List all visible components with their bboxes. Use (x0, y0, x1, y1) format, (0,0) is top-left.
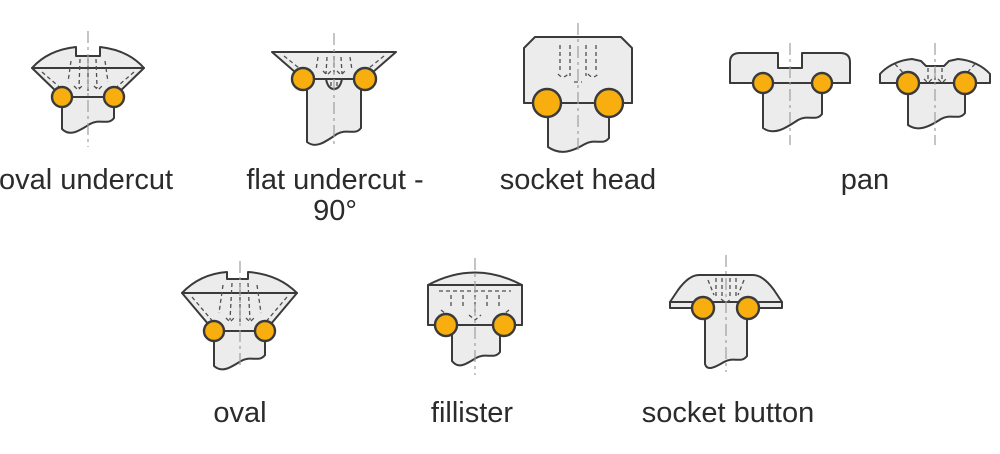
recess-dashed-lines (557, 45, 599, 83)
recess-dashed-lines (707, 278, 745, 304)
flat-undercut-90-diagram (271, 33, 397, 147)
oval-diagram (181, 261, 298, 371)
label-socket-head: socket head (499, 164, 657, 196)
bearing-circles (433, 312, 517, 338)
bearing-circles (50, 85, 126, 109)
oval-undercut-diagram (31, 31, 145, 147)
bearing-circles (751, 71, 834, 95)
bearing-circles (895, 70, 978, 96)
recess-dashed-lines (191, 282, 288, 325)
socket-head-diagram (523, 23, 633, 153)
pan-slotted-diagram (729, 43, 851, 145)
label-pan: pan (840, 164, 890, 196)
bearing-circles (202, 319, 277, 343)
recess-dashed-lines (894, 63, 976, 84)
socket-button-diagram (669, 255, 783, 372)
label-oval: oval (213, 397, 267, 429)
recess-dashed-lines (41, 58, 135, 93)
bearing-circles (690, 295, 761, 321)
label-socket-button: socket button (641, 397, 815, 429)
label-flat-undercut-90: flat undercut - 90° (246, 164, 424, 228)
bearing-circles (290, 66, 378, 92)
label-oval-undercut: oval undercut (0, 164, 174, 196)
pan-recessed-diagram (879, 43, 991, 145)
fillister-diagram (427, 258, 523, 375)
label-fillister: fillister (430, 397, 514, 429)
bearing-circles (531, 87, 625, 119)
